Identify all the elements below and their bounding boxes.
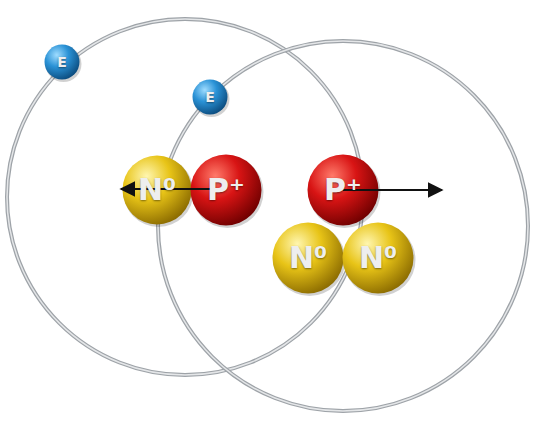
sphere-fill: [308, 155, 379, 226]
particle-symbol: E: [57, 55, 67, 69]
particle-symbol: N⁰: [289, 243, 327, 273]
particle-symbol: N⁰: [359, 243, 397, 273]
force-arrow: [343, 189, 442, 191]
particle-symbol: P⁺: [324, 175, 362, 205]
orbit-ring: [158, 41, 528, 411]
sphere-fill: [273, 223, 344, 294]
sphere-fill: [191, 155, 262, 226]
orbit-ring-shine: [158, 41, 528, 411]
proton-sphere: P⁺: [190, 154, 262, 226]
electron-sphere: E: [192, 79, 228, 115]
neutron-sphere: N⁰: [122, 155, 192, 225]
neutron-sphere: N⁰: [272, 222, 344, 294]
sphere-fill: [193, 80, 228, 115]
force-arrow: [121, 188, 226, 190]
sphere-fill: [123, 156, 192, 225]
sphere-fill: [343, 223, 414, 294]
proton-sphere: P⁺: [307, 154, 379, 226]
particle-symbol: N⁰: [138, 175, 176, 205]
electron-sphere: E: [44, 44, 80, 80]
particle-symbol: E: [205, 90, 215, 104]
sphere-fill: [45, 45, 80, 80]
particle-symbol: P⁺: [207, 175, 245, 205]
neutron-sphere: N⁰: [342, 222, 414, 294]
